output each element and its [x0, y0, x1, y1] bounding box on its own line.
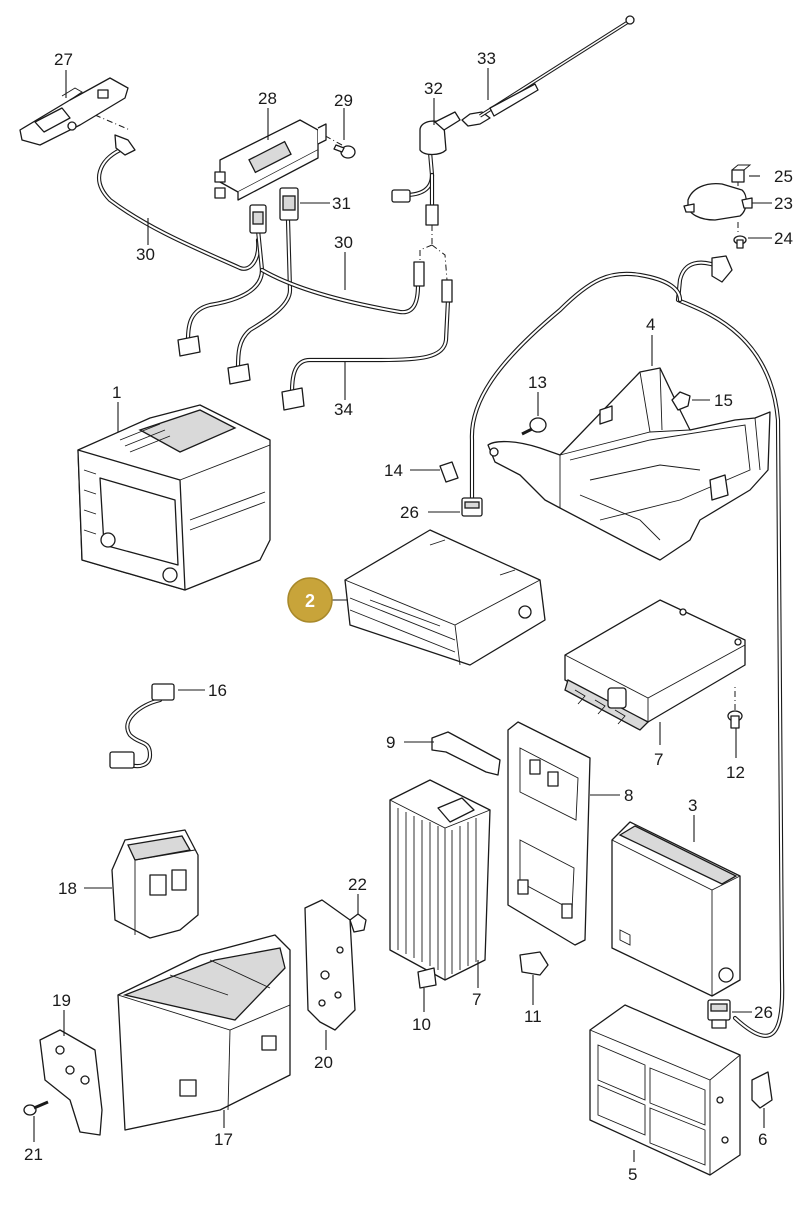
part-10-clip [417, 967, 437, 989]
callout-22: 22 [348, 875, 367, 894]
part-24-screw [733, 235, 747, 249]
callout-17: 17 [214, 1130, 233, 1149]
callout-11: 11 [524, 1007, 542, 1026]
callout-labels: 27 28 29 32 33 25 23 24 31 30 30 34 4 13… [24, 49, 793, 1184]
callout-7-lower: 7 [472, 990, 481, 1009]
part-14-clip [439, 461, 459, 483]
part-33-antenna-mast [461, 15, 635, 127]
part-32-antenna-base [391, 111, 461, 303]
callout-30-middle: 30 [334, 233, 353, 252]
highlight-badge-2: 2 [287, 577, 333, 623]
callout-23: 23 [774, 194, 793, 213]
callout-20: 20 [314, 1053, 333, 1072]
callout-12: 12 [726, 763, 745, 782]
part-3-navigation-unit [611, 821, 741, 997]
part-19-bracket [39, 1029, 103, 1136]
callout-18: 18 [58, 879, 77, 898]
part-17-housing [117, 934, 291, 1131]
callout-9: 9 [386, 733, 395, 752]
callout-8: 8 [624, 786, 633, 805]
part-7-amplifier-heatsink [389, 779, 491, 981]
callout-26-upper: 26 [400, 503, 419, 522]
part-8-mounting-plate [507, 721, 591, 946]
callout-10: 10 [412, 1015, 431, 1034]
assembly-lines [94, 114, 739, 710]
leader-lines [33, 68, 772, 1162]
part-31-connectors [249, 187, 299, 234]
part-29-screw [333, 144, 356, 159]
part-5-mounting-frame [589, 1004, 741, 1176]
harness-end-connectors [177, 335, 305, 411]
part-7-amplifier-upper [564, 599, 746, 731]
callout-13: 13 [528, 373, 547, 392]
part-20-bracket [304, 899, 356, 1031]
callout-29: 29 [334, 91, 353, 110]
callout-21: 21 [24, 1145, 43, 1164]
callout-25: 25 [774, 167, 793, 186]
callout-3: 3 [688, 796, 697, 815]
part-25-nut [731, 164, 752, 183]
part-1-radio-head-unit [77, 404, 271, 591]
callout-33: 33 [477, 49, 496, 68]
callout-6: 6 [758, 1130, 767, 1149]
callout-14: 14 [384, 461, 403, 480]
part-13-screw [521, 417, 547, 436]
callout-19: 19 [52, 991, 71, 1010]
callout-2: 2 [305, 591, 315, 611]
part-22-nut [349, 913, 367, 933]
part-21-screw [23, 1100, 49, 1116]
part-18-cover [111, 829, 199, 939]
part-9-bracket [431, 731, 501, 776]
callout-15: 15 [714, 391, 733, 410]
callout-34: 34 [334, 400, 353, 419]
callout-4: 4 [646, 315, 655, 334]
part-11-clip [519, 951, 549, 976]
callout-5: 5 [628, 1165, 637, 1184]
part-2-cd-changer [344, 529, 546, 666]
part-6-clip [751, 1071, 773, 1109]
part-26-connector-upper [461, 497, 483, 517]
callout-1: 1 [112, 383, 121, 402]
callout-30-upper: 30 [136, 245, 155, 264]
callout-26-lower: 26 [754, 1003, 773, 1022]
callout-28: 28 [258, 89, 277, 108]
part-26-connector-lower [707, 999, 731, 1029]
callout-31: 31 [332, 194, 351, 213]
part-15-nut [671, 391, 691, 411]
part-16-adapter-cable [109, 683, 175, 769]
part-23-sensor [683, 182, 753, 283]
part-28-control-module [214, 119, 327, 201]
part-4-mounting-bracket [487, 367, 771, 561]
callout-24: 24 [774, 229, 793, 248]
callout-7-upper: 7 [654, 750, 663, 769]
cable-harness [97, 147, 785, 1038]
callout-32: 32 [424, 79, 443, 98]
part-27-antenna-amplifier [19, 77, 136, 156]
part-12-screw [727, 710, 743, 729]
callout-27: 27 [54, 50, 73, 69]
callout-16: 16 [208, 681, 227, 700]
